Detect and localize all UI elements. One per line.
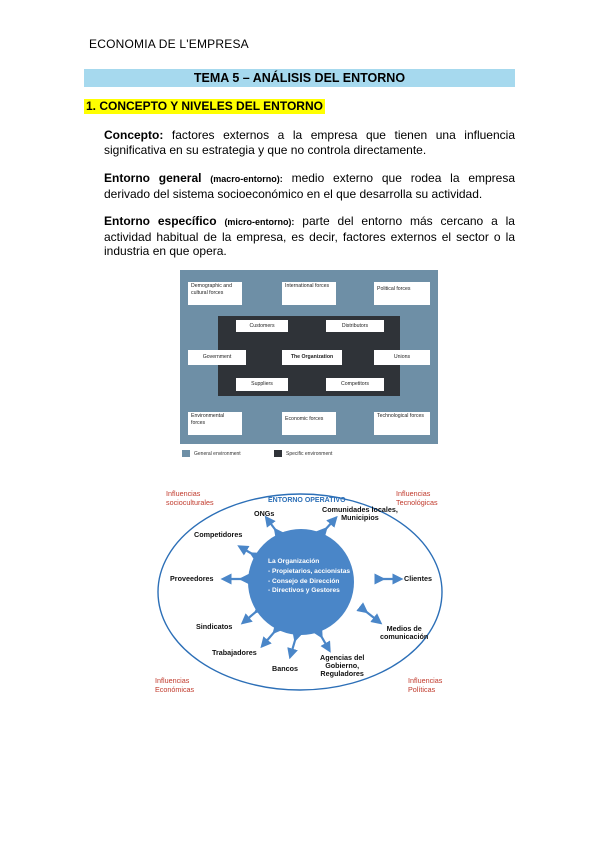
qualifier-especifico: (micro-entorno):: [224, 217, 295, 227]
operating-environment-diagram: ENTORNO OPERATIVO Influencias sociocultu…: [150, 482, 450, 702]
box-customers: Customers: [236, 320, 288, 332]
term-concepto: Concepto:: [104, 128, 164, 142]
box-environmental: Environmental forces: [188, 412, 242, 435]
box-economic: Economic forces: [282, 412, 336, 435]
node-competidores: Competidores: [194, 530, 243, 539]
organization-title: La Organización: [268, 558, 320, 565]
organization-item: - Directivos y Gestores: [268, 587, 340, 595]
arrow-trabajadores: [260, 622, 284, 649]
corner-top-left: Influencias socioculturales: [166, 489, 214, 507]
box-technological: Technological forces: [374, 412, 430, 435]
box-unions: Unions: [374, 350, 430, 365]
corner-bottom-right: Influencias Políticas: [408, 676, 443, 694]
environment-diagram: Demographic and cultural forces Internat…: [180, 270, 438, 462]
legend-general: General environment: [194, 451, 241, 457]
arrow-agencias: [312, 626, 331, 653]
text-concepto: factores externos a la empresa que tiene…: [104, 128, 515, 157]
arrow-sindicatos: [240, 602, 266, 625]
box-demographic: Demographic and cultural forces: [188, 282, 242, 305]
organization-item: - Consejo de Dirección: [268, 577, 340, 585]
node-agencias: Agencias del Gobierno, Reguladores: [320, 653, 365, 678]
page-title: TEMA 5 – ANÁLISIS DEL ENTORNO: [84, 69, 515, 87]
node-medios: Medios de comunicación: [380, 624, 429, 641]
node-sindicatos: Sindicatos: [196, 622, 233, 631]
node-bancos: Bancos: [272, 664, 298, 673]
corner-top-right: Influencias Tecnológicas: [396, 489, 438, 507]
arrow-bancos: [287, 630, 303, 660]
term-especifico: Entorno específico: [104, 214, 217, 228]
arrow-competidores: [237, 545, 262, 563]
arrow-ongs: [264, 515, 285, 540]
paragraph-general: Entorno general (macro-entorno): medio e…: [104, 171, 515, 201]
operative-label: ENTORNO OPERATIVO: [268, 497, 346, 504]
section-heading: 1. CONCEPTO Y NIVELES DEL ENTORNO: [84, 99, 325, 114]
legend-swatch-general: [182, 450, 190, 457]
node-proveedores: Proveedores: [170, 574, 214, 583]
box-competitors: Competitors: [326, 378, 384, 391]
arrow-comunidades: [316, 515, 338, 539]
box-distributors: Distributors: [326, 320, 384, 332]
arrow-medios: [356, 602, 383, 625]
node-trabajadores: Trabajadores: [212, 648, 257, 657]
text-especifico: parte del entorno más cercano a la activ…: [104, 214, 515, 258]
text-general: medio externo que rodea la empresa deriv…: [104, 171, 515, 201]
term-general: Entorno general: [104, 171, 202, 185]
organization-block: La Organización - Propietarios, accionis…: [268, 557, 350, 596]
organization-item: - Propietarios, accionistas: [268, 567, 351, 575]
operating-environment-graphic: [157, 493, 443, 691]
document-header: ECONOMIA DE L'EMPRESA: [89, 37, 249, 51]
node-clientes: Clientes: [404, 574, 432, 583]
paragraph-especifico: Entorno específico (micro-entorno): part…: [104, 214, 515, 259]
node-ongs: ONGs: [254, 509, 275, 518]
paragraph-concepto: Concepto: factores externos a la empresa…: [104, 128, 515, 157]
box-government: Government: [188, 350, 246, 365]
organization-circle: [248, 529, 354, 635]
box-political: Political forces: [374, 282, 430, 305]
qualifier-general: (macro-entorno):: [210, 174, 283, 184]
box-organization: The Organization: [282, 350, 342, 365]
node-comunidades: Comunidades locales, Municipios: [322, 505, 398, 522]
corner-bottom-left: Influencias Económicas: [155, 676, 195, 694]
box-international: International forces: [282, 282, 336, 305]
legend-specific: Specific environment: [286, 451, 333, 457]
legend-swatch-specific: [274, 450, 282, 457]
box-suppliers: Suppliers: [236, 378, 288, 391]
